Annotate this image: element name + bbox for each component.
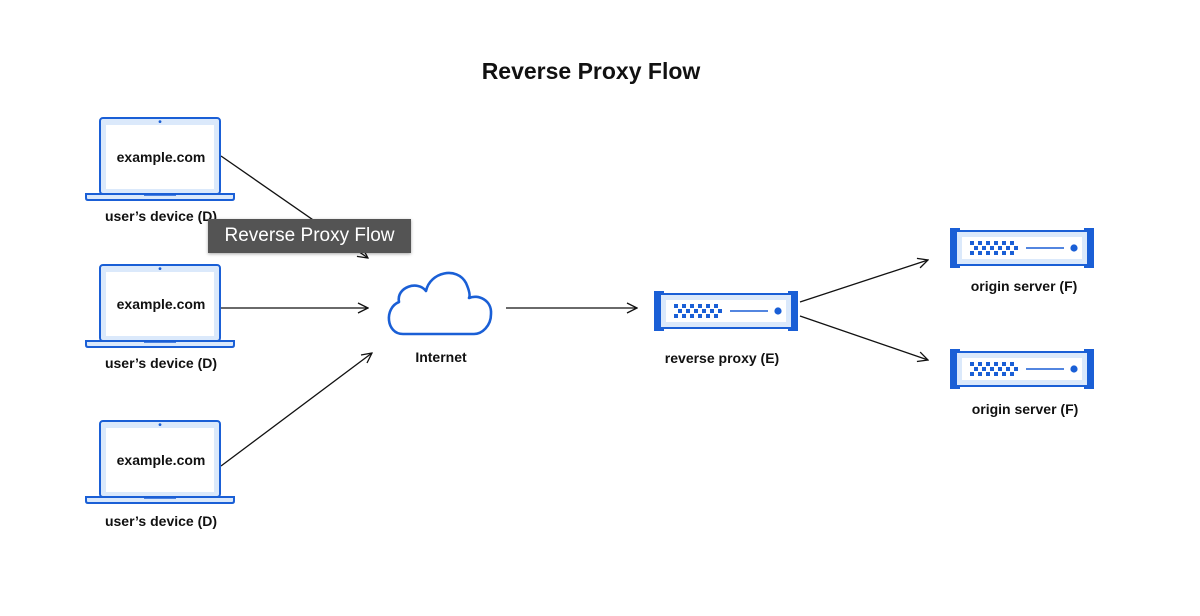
device-screen-text: example.com [117,296,206,312]
device-screen-text: example.com [117,149,206,165]
device-screen-text: example.com [117,452,206,468]
arrow-proxy-to-origin1 [799,260,928,303]
server-icon [949,227,1095,269]
server-icon [653,290,799,332]
internet-node: Internet [387,271,493,365]
reverse-proxy-label: reverse proxy (E) [665,350,779,366]
diagram-title: Reverse Proxy Flow [482,58,701,84]
server-icon [949,348,1095,390]
arrow-proxy-to-origin2 [799,315,928,360]
device-label: user’s device (D) [105,208,217,224]
user-device: example.com user’s device (D) [85,117,235,224]
arrow-device3-to-internet [220,353,372,467]
origin-server-node: origin server (F) [949,227,1095,294]
connections [220,155,928,467]
internet-label: Internet [415,349,467,365]
origin-server-node: origin server (F) [949,348,1095,417]
user-device: example.com user’s device (D) [85,420,235,529]
origin-server-label: origin server (F) [972,401,1079,417]
device-label: user’s device (D) [105,513,217,529]
reverse-proxy-node: reverse proxy (E) [653,290,799,366]
title-tooltip: Reverse Proxy Flow [208,219,411,253]
cloud-icon [387,271,493,336]
device-label: user’s device (D) [105,355,217,371]
origin-server-label: origin server (F) [971,278,1078,294]
user-device: example.com user’s device (D) [85,264,235,371]
